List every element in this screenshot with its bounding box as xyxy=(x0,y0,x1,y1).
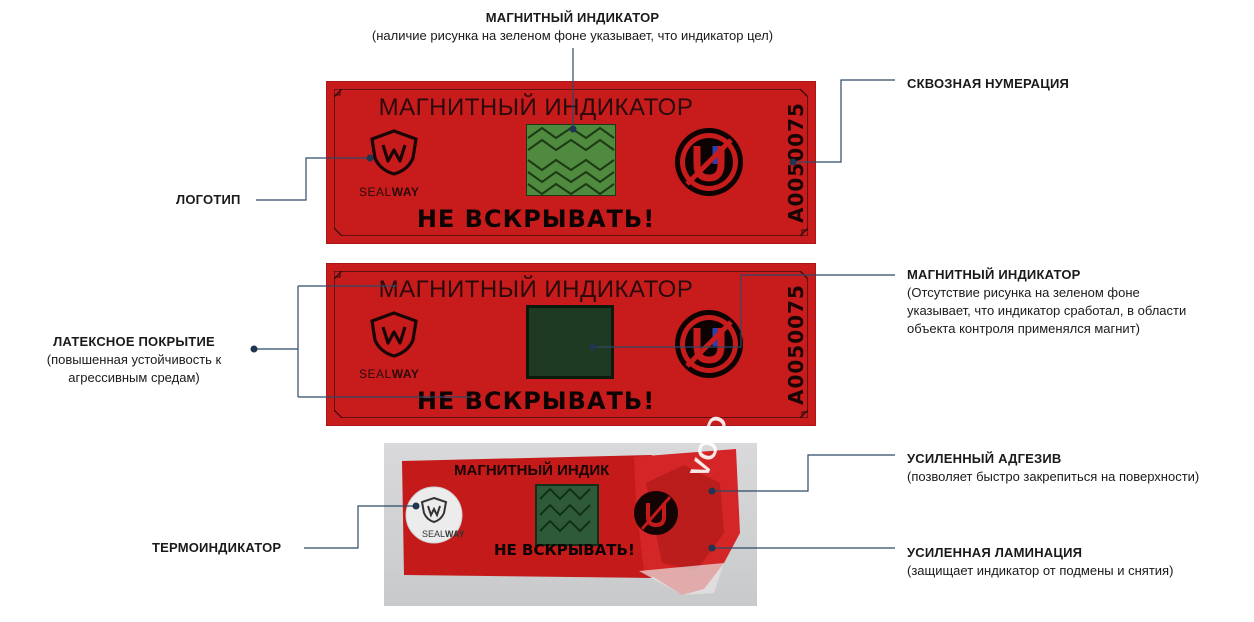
brand-way: WAY xyxy=(445,529,465,539)
connector-dot xyxy=(708,544,716,552)
label-title: ЛАТЕКСНОЕ ПОКРЫТИЕ xyxy=(53,334,215,349)
label-desc: (наличие рисунка на зеленом фоне указыва… xyxy=(371,28,774,43)
label-title: УСИЛЕННЫЙ АДГЕЗИВ xyxy=(907,451,1062,466)
no-magnet-icon xyxy=(675,128,743,196)
seal-intact: МАГНИТНЫЙ ИНДИКАТОР SEALWAY НЕ ВСКРЫВАТЬ… xyxy=(326,81,816,244)
latex-coating-label: ЛАТЕКСНОЕ ПОКРЫТИЕ (повышенная устойчиво… xyxy=(24,333,244,387)
connector-dot xyxy=(569,125,577,133)
connector-dot xyxy=(589,343,597,351)
label-title: МАГНИТНЫЙ ИНДИКАТОР xyxy=(907,267,1081,282)
label-desc-1: (повышенная устойчивость к xyxy=(46,352,222,367)
photo-brand: SEALWAY xyxy=(422,529,465,539)
photo-seal-header: МАГНИТНЫЙ ИНДИК xyxy=(454,462,610,479)
brand-seal: SEAL xyxy=(359,367,392,381)
seal-frame xyxy=(334,89,808,236)
magnetic-indicator-blank xyxy=(526,305,614,379)
shield-w-logo-icon xyxy=(370,129,418,176)
magnetic-indicator-pattern xyxy=(526,124,616,196)
label-title: ЛОГОТИП xyxy=(176,192,241,207)
label-desc-3: объекта контроля применялся магнит) xyxy=(907,321,1140,336)
seal-header: МАГНИТНЫЙ ИНДИКАТОР xyxy=(378,94,694,121)
brand-seal: SEAL xyxy=(422,529,446,539)
brand-seal: SEAL xyxy=(359,185,392,199)
label-desc-2: указывает, что индикатор сработал, в обл… xyxy=(907,303,1187,318)
top-magnetic-indicator-label: МАГНИТНЫЙ ИНДИКАТОР (наличие рисунка на … xyxy=(300,9,845,45)
connector-dot xyxy=(412,502,420,510)
connector-dot xyxy=(708,487,716,495)
seal-photo: МАГНИТНЫЙ ИНДИК SEALWAY НЕ ВСКРЫВАТЬ! VO… xyxy=(384,411,757,606)
label-title: ТЕРМОИНДИКАТОР xyxy=(152,540,282,555)
label-title: МАГНИТНЫЙ ИНДИКАТОР xyxy=(485,10,660,25)
logo-label: ЛОГОТИП xyxy=(176,191,241,209)
label-desc-1: (Отсутствие рисунка на зеленом фоне xyxy=(907,285,1140,300)
seal-warning: НЕ ВСКРЫВАТЬ! xyxy=(416,205,656,233)
magnetic-indicator-triggered-label: МАГНИТНЫЙ ИНДИКАТОР (Отсутствие рисунка … xyxy=(907,266,1237,338)
lamination-label: УСИЛЕННАЯ ЛАМИНАЦИЯ (защищает индикатор … xyxy=(907,544,1247,580)
photo-seal-body xyxy=(402,449,740,595)
label-desc-2: агрессивным средам) xyxy=(68,370,200,385)
no-magnet-icon xyxy=(675,310,743,378)
connector-dot xyxy=(366,154,374,162)
label-title: СКВОЗНАЯ НУМЕРАЦИЯ xyxy=(907,76,1070,91)
seal-header: МАГНИТНЫЙ ИНДИКАТОР xyxy=(378,276,694,303)
brand-way: WAY xyxy=(391,367,420,381)
brand-name: SEALWAY xyxy=(359,367,419,381)
shield-w-logo-icon xyxy=(370,311,418,358)
photo-seal-warning: НЕ ВСКРЫВАТЬ! xyxy=(494,541,635,559)
seal-warning: НЕ ВСКРЫВАТЬ! xyxy=(416,387,656,415)
seal-frame xyxy=(334,271,808,418)
label-title: УСИЛЕННАЯ ЛАМИНАЦИЯ xyxy=(907,545,1083,560)
adhesive-label: УСИЛЕННЫЙ АДГЕЗИВ (позволяет быстро закр… xyxy=(907,450,1247,486)
brand-way: WAY xyxy=(391,185,420,199)
label-desc: (защищает индикатор от подмены и снятия) xyxy=(907,563,1174,578)
brand-name: SEALWAY xyxy=(359,185,419,199)
thermo-indicator-label: ТЕРМОИНДИКАТОР xyxy=(152,539,281,557)
seal-triggered: МАГНИТНЫЙ ИНДИКАТОР SEALWAY НЕ ВСКРЫВАТЬ… xyxy=(326,263,816,426)
numbering-label: СКВОЗНАЯ НУМЕРАЦИЯ xyxy=(907,75,1069,93)
label-desc: (позволяет быстро закрепиться на поверхн… xyxy=(907,469,1200,484)
connector-dot xyxy=(250,345,258,353)
connector-dot xyxy=(789,158,797,166)
